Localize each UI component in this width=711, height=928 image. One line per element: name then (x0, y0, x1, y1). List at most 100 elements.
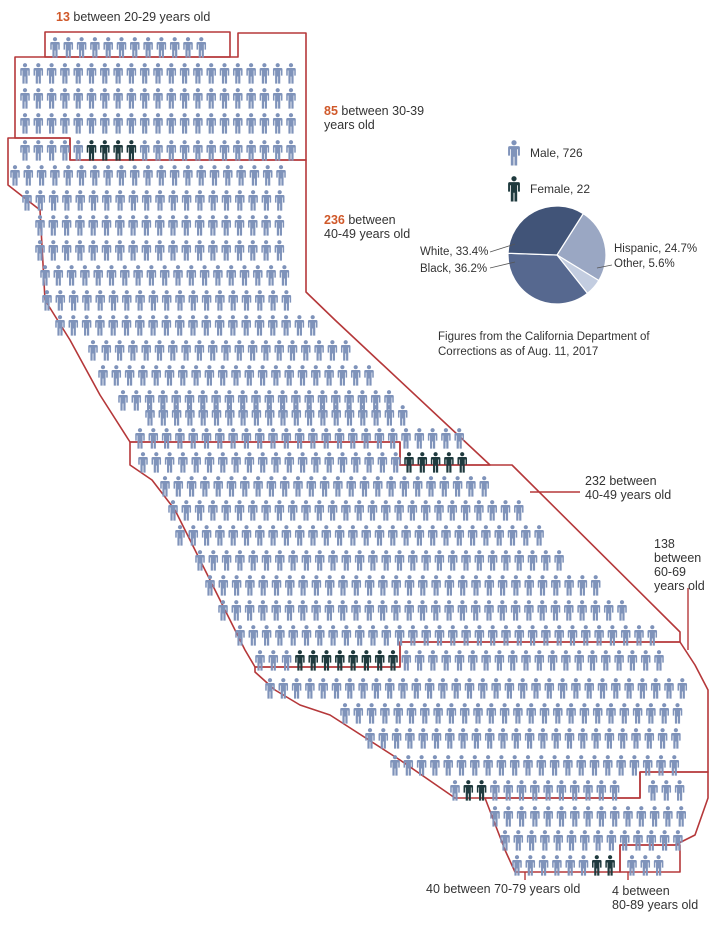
male-person-icon (341, 500, 351, 521)
male-person-icon (479, 476, 489, 497)
male-person-icon (350, 365, 361, 386)
male-person-icon (311, 575, 322, 596)
male-person-icon (223, 165, 233, 186)
male-person-icon (118, 390, 128, 411)
male-person-icon (364, 452, 374, 473)
male-person-icon (129, 165, 140, 186)
male-person-icon (33, 88, 44, 109)
male-person-icon (10, 165, 20, 186)
male-person-icon (122, 290, 132, 311)
male-person-icon (259, 113, 270, 134)
male-person-icon (248, 550, 258, 571)
male-person-icon (254, 428, 265, 449)
male-person-icon (241, 428, 252, 449)
male-person-icon (408, 550, 418, 571)
male-person-icon (73, 113, 83, 134)
male-person-icon (443, 755, 453, 776)
age-group-outlines (7, 31, 709, 880)
male-person-icon (257, 452, 268, 473)
male-person-icon (399, 476, 410, 497)
age-label-60-69: 138 between 60-69 years old (654, 537, 705, 593)
male-person-icon (175, 290, 185, 311)
male-person-icon (246, 113, 256, 134)
male-person-icon (228, 428, 238, 449)
male-person-icon (88, 190, 99, 211)
male-person-icon (159, 265, 170, 286)
legend-male-label: Male, 726 (530, 146, 583, 160)
male-person-icon (214, 315, 225, 336)
male-person-icon (194, 215, 205, 236)
male-person-icon (261, 190, 272, 211)
male-person-icon (624, 678, 634, 699)
source-note: Figures from the California Department o… (438, 331, 650, 358)
male-person-icon (48, 240, 59, 261)
male-person-icon (441, 650, 451, 671)
male-person-icon (288, 625, 298, 646)
pie-slice-white (507, 205, 585, 256)
male-person-icon (268, 428, 278, 449)
male-person-icon (286, 88, 296, 109)
male-person-icon (358, 678, 368, 699)
male-person-icon (497, 575, 508, 596)
male-person-icon (298, 600, 308, 621)
male-person-icon (301, 625, 312, 646)
male-person-icon (468, 650, 478, 671)
male-person-icon (523, 755, 533, 776)
male-person-icon (288, 550, 298, 571)
male-person-icon (208, 500, 218, 521)
pie-label-white: White, 33.4% (420, 246, 489, 258)
male-person-icon (353, 703, 364, 724)
male-person-icon (61, 215, 72, 236)
male-person-icon (308, 428, 318, 449)
male-person-icon (115, 240, 125, 261)
male-person-icon (377, 600, 388, 621)
male-person-icon (161, 315, 172, 336)
male-person-icon (221, 340, 231, 361)
male-person-icon (361, 428, 371, 449)
male-person-icon (166, 63, 177, 84)
male-person-icon (128, 340, 138, 361)
male-person-icon (217, 365, 228, 386)
male-person-icon (231, 600, 242, 621)
male-person-icon (334, 428, 345, 449)
male-person-icon (33, 113, 44, 134)
legend-icons (508, 140, 520, 202)
male-person-icon (507, 650, 518, 671)
male-person-icon (225, 405, 235, 426)
male-person-icon (266, 476, 277, 497)
male-person-icon (378, 728, 389, 749)
male-person-icon (384, 405, 395, 426)
legend-female-label: Female, 22 (530, 182, 591, 196)
male-person-icon (73, 88, 83, 109)
male-person-icon (524, 600, 534, 621)
male-person-icon (527, 550, 538, 571)
male-person-icon (538, 728, 548, 749)
male-person-icon (441, 428, 451, 449)
male-person-icon (128, 240, 138, 261)
male-person-icon (108, 290, 119, 311)
male-person-icon (63, 165, 73, 186)
male-person-icon (246, 140, 256, 161)
male-person-icon (219, 88, 230, 109)
male-person-icon (381, 500, 391, 521)
male-person-icon (341, 625, 352, 646)
male-person-icon (200, 476, 210, 497)
male-person-icon (22, 190, 32, 211)
male-person-icon (591, 728, 601, 749)
male-person-icon (577, 600, 587, 621)
male-person-icon (304, 405, 315, 426)
male-person-icon (153, 88, 163, 109)
male-person-icon (141, 215, 152, 236)
male-person-icon (272, 113, 283, 134)
age-label-70-79: 40 between 70-79 years old (426, 882, 581, 896)
male-person-icon (208, 240, 218, 261)
male-person-icon (498, 728, 508, 749)
male-person-icon (451, 678, 461, 699)
male-person-icon (673, 830, 683, 851)
male-person-icon (547, 650, 558, 671)
male-person-icon (233, 63, 243, 84)
male-person-icon (503, 806, 514, 827)
male-person-icon (75, 240, 85, 261)
male-person-icon (201, 315, 212, 336)
male-person-icon (169, 165, 180, 186)
